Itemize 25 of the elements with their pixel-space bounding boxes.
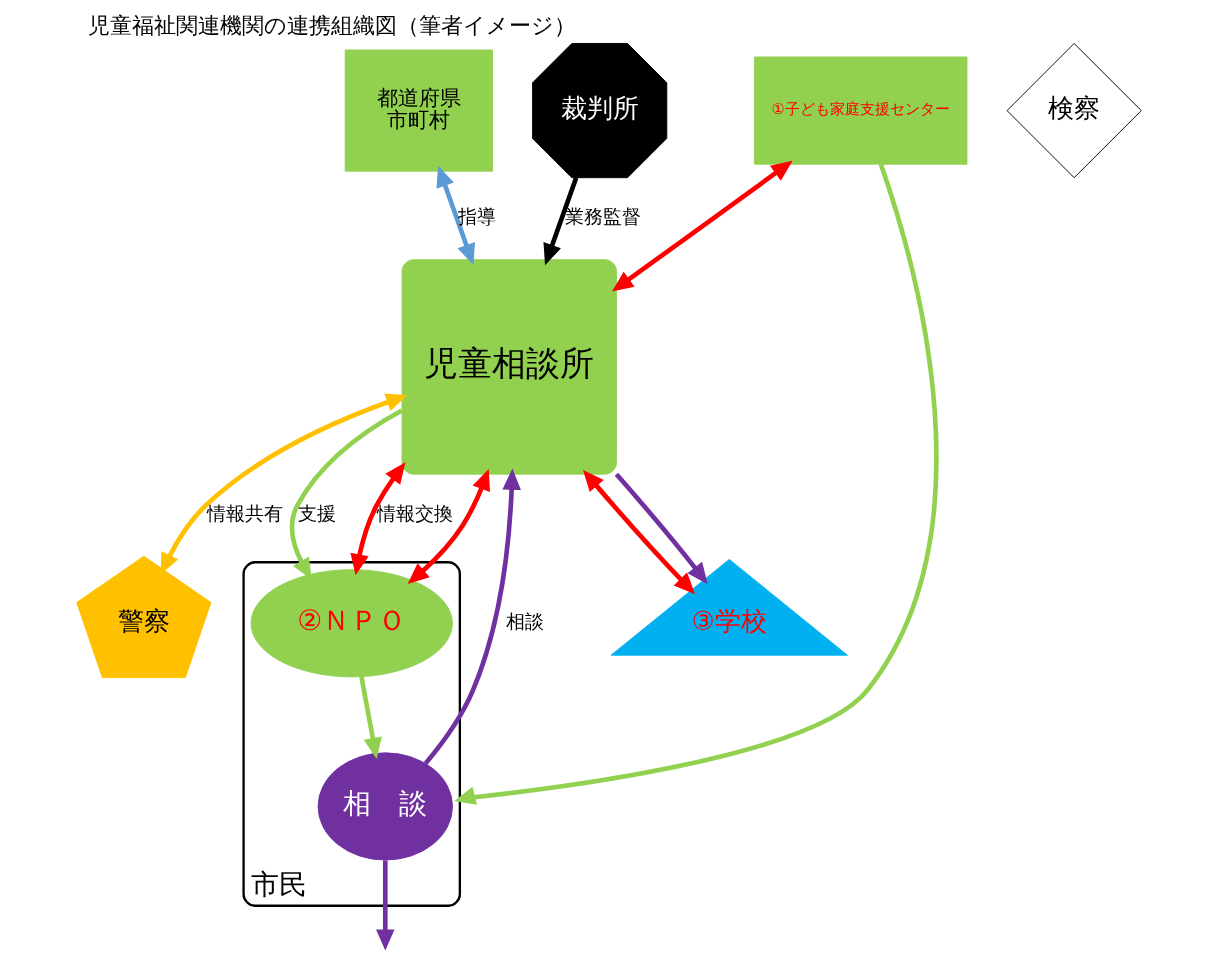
edge-label: 相談	[505, 610, 544, 632]
diagram-title: 児童福祉関連機関の連携組織図（筆者イメージ）	[88, 12, 577, 39]
edge-label: 業務監督	[565, 206, 642, 228]
arrow	[436, 165, 476, 266]
node-box: 児童相談所	[401, 259, 617, 475]
node-diamond: 検察	[1006, 43, 1142, 179]
arrow	[160, 393, 408, 575]
edge-label: 支援	[297, 502, 336, 524]
node-box: ①子ども家庭支援センター	[753, 56, 968, 165]
arrow	[423, 468, 521, 765]
arrow	[454, 163, 939, 805]
edge-label: 情報交換	[377, 502, 454, 524]
arrow	[407, 469, 490, 585]
arrow	[611, 160, 793, 292]
edge-label: 情報共有	[206, 502, 283, 524]
edge-label: 指導	[458, 206, 497, 228]
node-box: 都道府県 市町村	[344, 49, 493, 172]
arrow	[614, 472, 708, 585]
arrow	[583, 469, 696, 595]
node-ellipse: 相 談	[317, 752, 453, 861]
node-ellipse: ②ＮＰＯ	[250, 569, 453, 678]
arrow	[543, 176, 579, 266]
arrow	[376, 860, 395, 951]
arrow	[350, 462, 406, 576]
arrow	[359, 676, 382, 759]
